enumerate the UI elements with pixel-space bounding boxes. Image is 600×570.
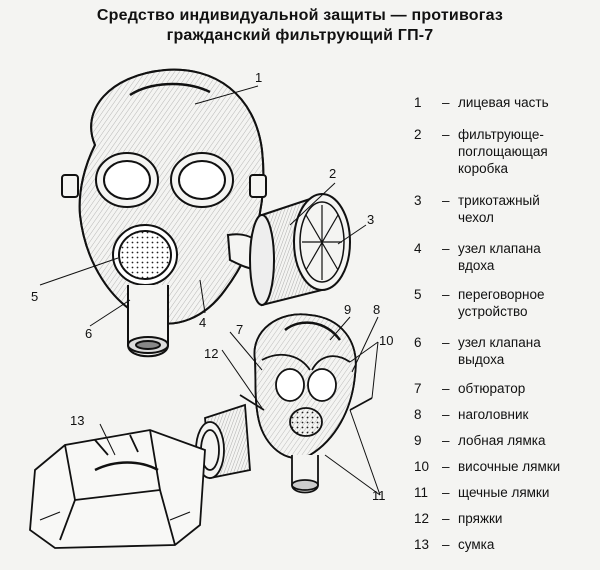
callout-11a: 11	[372, 488, 386, 503]
legend-dash: –	[442, 511, 450, 526]
callout-13: 13	[70, 413, 84, 428]
legend-number: 2	[414, 127, 422, 142]
leader-lines	[39, 85, 381, 496]
callout-numbers: 1 2 3 4 5 6 7 8 9 10 10 11 11 12 13	[31, 70, 393, 503]
legend-label: пряжки	[458, 511, 503, 526]
legend-dash: –	[442, 287, 450, 302]
legend-label: височные лямки	[458, 459, 561, 474]
callout-6: 6	[85, 326, 92, 341]
legend-item: 13–сумка	[410, 536, 595, 553]
legend-number: 9	[414, 433, 422, 448]
callout-3: 3	[367, 212, 374, 227]
legend-number: 3	[414, 193, 422, 208]
legend-dash: –	[442, 433, 450, 448]
legend-item: 3 –трикотажный чехол	[410, 192, 595, 226]
legend-number: 12	[414, 511, 430, 526]
legend-label: узел клапана вдоха	[458, 241, 541, 273]
callout-4: 4	[199, 315, 206, 330]
legend-number: 10	[414, 459, 430, 474]
legend-dash: –	[442, 127, 450, 142]
legend-label: узел клапана выдоха	[458, 335, 541, 367]
legend-number: 13	[414, 537, 430, 552]
legend-item: 12–пряжки	[410, 510, 595, 527]
legend-item: 8 –наголовник	[410, 406, 595, 423]
legend-label: наголовник	[458, 407, 529, 422]
callout-8: 8	[373, 302, 380, 317]
legend-item: 5 –переговорное устройство	[410, 286, 595, 320]
legend-item: 4 –узел клапана вдоха	[410, 240, 595, 274]
callout-1: 1	[255, 70, 262, 85]
legend-label: щечные лямки	[458, 485, 550, 500]
filter-canister	[249, 193, 351, 307]
legend-dash: –	[442, 95, 450, 110]
legend-item: 2 –фильтрующе- поглощающая коробка	[410, 126, 595, 177]
callout-7: 7	[236, 322, 243, 337]
legend-label: трикотажный чехол	[458, 193, 540, 225]
legend-label: лобная лямка	[458, 433, 546, 448]
legend-number: 5	[414, 287, 422, 302]
legend-number: 8	[414, 407, 422, 422]
legend-number: 1	[414, 95, 422, 110]
main-mask	[61, 68, 267, 358]
legend-label: обтюратор	[458, 381, 526, 396]
legend-item: 11–щечные лямки	[410, 484, 595, 501]
legend-label: сумка	[458, 537, 495, 552]
legend-item: 1 –лицевая часть	[410, 94, 595, 111]
legend-dash: –	[442, 485, 450, 500]
callout-2: 2	[329, 166, 336, 181]
legend-number: 11	[414, 485, 429, 500]
legend-dash: –	[442, 193, 450, 208]
mask-rear-view	[195, 313, 373, 494]
legend-label: переговорное устройство	[458, 287, 545, 319]
callout-10a: 10	[379, 333, 393, 348]
legend-label: лицевая часть	[458, 95, 549, 110]
legend-dash: –	[442, 241, 450, 256]
title-line-1: Средство индивидуальной защиты — противо…	[96, 7, 504, 24]
legend-number: 6	[414, 335, 422, 350]
legend-item: 7 –обтюратор	[410, 380, 595, 397]
legend-item: 6 –узел клапана выдоха	[410, 334, 595, 368]
callout-12: 12	[204, 346, 218, 361]
callout-5: 5	[31, 289, 38, 304]
title-line-2: гражданский фильтрующий ГП-7	[166, 27, 434, 44]
legend-dash: –	[442, 381, 450, 396]
legend-dash: –	[442, 407, 450, 422]
legend-item: 9 –лобная лямка	[410, 432, 595, 449]
legend-dash: –	[442, 537, 450, 552]
callout-9: 9	[344, 302, 351, 317]
bag	[29, 429, 206, 549]
legend-dash: –	[442, 335, 450, 350]
legend-item: 10–височные лямки	[410, 458, 595, 475]
legend-dash: –	[442, 459, 450, 474]
legend-number: 4	[414, 241, 422, 256]
legend-number: 7	[414, 381, 422, 396]
legend-label: фильтрующе- поглощающая коробка	[458, 127, 548, 176]
diagram-title: Средство индивидуальной защиты — противо…	[60, 6, 540, 46]
